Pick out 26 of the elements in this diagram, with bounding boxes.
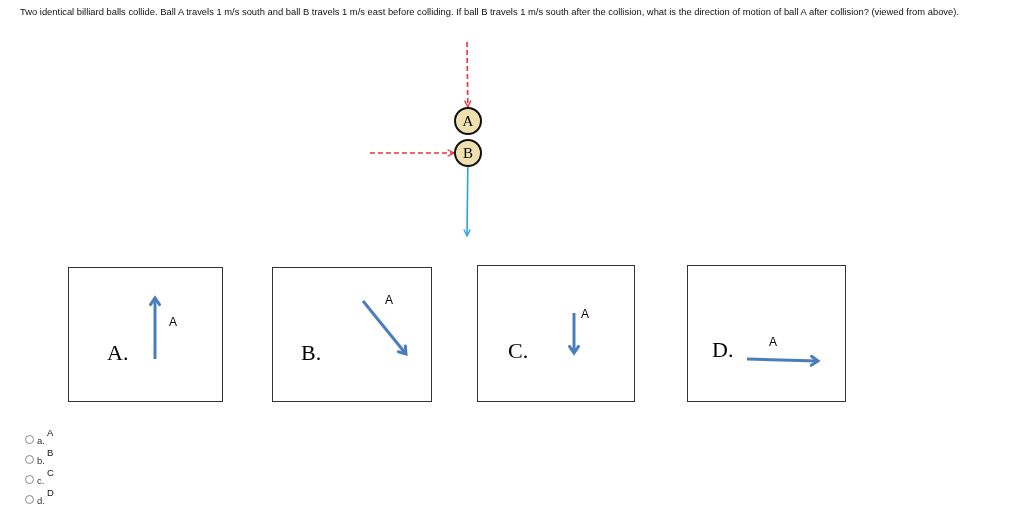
arrow-label: A xyxy=(769,336,777,348)
option-text: B xyxy=(47,448,54,458)
answer-option-card xyxy=(477,265,635,402)
arrow xyxy=(463,166,471,237)
arrow-label: A xyxy=(581,308,589,320)
ball-circle: A xyxy=(454,107,482,135)
answer-option-card xyxy=(272,267,432,402)
arrow-label: A xyxy=(169,316,177,328)
option-text: c. xyxy=(37,476,45,486)
option-letter: D. xyxy=(712,339,734,361)
answer-option-card xyxy=(68,267,223,402)
option-text: b. xyxy=(37,456,45,466)
question-text: Two identical billiard balls collide. Ball A travels 1 m/s south and ball B travels 1 m/s east before colliding. If ball B travels 1 m/s south after the collision, what is the direction of motion of ball A after collision? (viewed from above). xyxy=(20,6,959,17)
arrow xyxy=(463,41,472,108)
arrow-label: A xyxy=(385,294,393,306)
option-text: a. xyxy=(37,436,45,446)
answer-option-card xyxy=(687,265,846,402)
option-text: A xyxy=(47,428,54,438)
option-text: C xyxy=(47,468,54,478)
option-letter: C. xyxy=(508,340,529,362)
arrow xyxy=(369,149,455,157)
ball-circle: B xyxy=(454,139,482,167)
option-text: d. xyxy=(37,496,45,506)
option-letter: A. xyxy=(107,342,129,364)
option-text: D xyxy=(47,488,54,498)
option-letter: B. xyxy=(301,342,322,364)
